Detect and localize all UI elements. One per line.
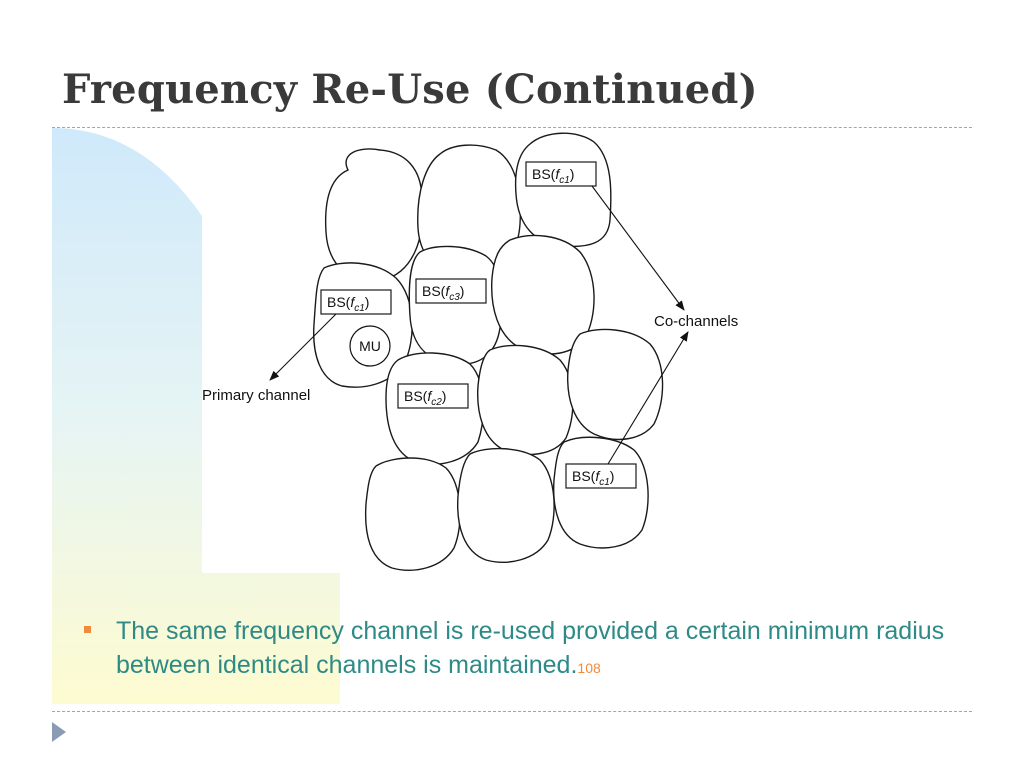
triangle-right-icon[interactable] [52,722,66,742]
slide-title: Frequency Re-Use (Continued) [62,66,758,113]
cell [457,447,555,563]
bs-label-fc3: BS(fc3) [415,278,487,304]
frequency-reuse-diagram: BS(fc1) BS(fc1) BS(fc3) BS(fc2) BS(fc1) … [202,132,738,571]
footer-divider [52,711,972,712]
svg-text:BS(fc1): BS(fc1) [327,294,369,314]
cell [553,436,649,549]
bs-label-fc2: BS(fc2) [397,383,469,409]
bullet-text: The same frequency channel is re-used pr… [116,617,945,679]
bs-label-left: BS(fc1) [320,289,392,315]
title-divider [52,127,972,128]
cell [491,234,595,355]
page-number: 108 [577,660,601,676]
cell [477,344,574,456]
svg-text:BS(fc3): BS(fc3) [422,283,464,303]
mobile-unit: MU [349,325,391,367]
co-channel-arrow-bottom [607,331,689,465]
co-channel-arrow-top [591,185,685,311]
svg-text:BS(fc1): BS(fc1) [572,468,614,488]
svg-text:BS(fc1): BS(fc1) [532,166,574,186]
cell [514,132,612,248]
bs-label-top: BS(fc1) [525,161,597,187]
square-bullet-icon [84,626,91,633]
cell-row-4 [364,436,649,571]
primary-channel-arrow [269,313,337,381]
cell-row-1 [324,132,612,282]
bs-label-bottom: BS(fc1) [565,463,637,489]
cell [408,245,503,365]
bullet-item: The same frequency channel is re-used pr… [84,614,964,685]
primary-channel-label: Primary channel [202,387,310,404]
svg-text:MU: MU [359,338,381,354]
co-channels-label: Co-channels [654,313,738,330]
cell [567,328,664,441]
svg-text:BS(fc2): BS(fc2) [404,388,446,408]
cell [364,457,461,571]
decorative-gradient-shape [52,128,340,704]
cell [324,148,424,282]
